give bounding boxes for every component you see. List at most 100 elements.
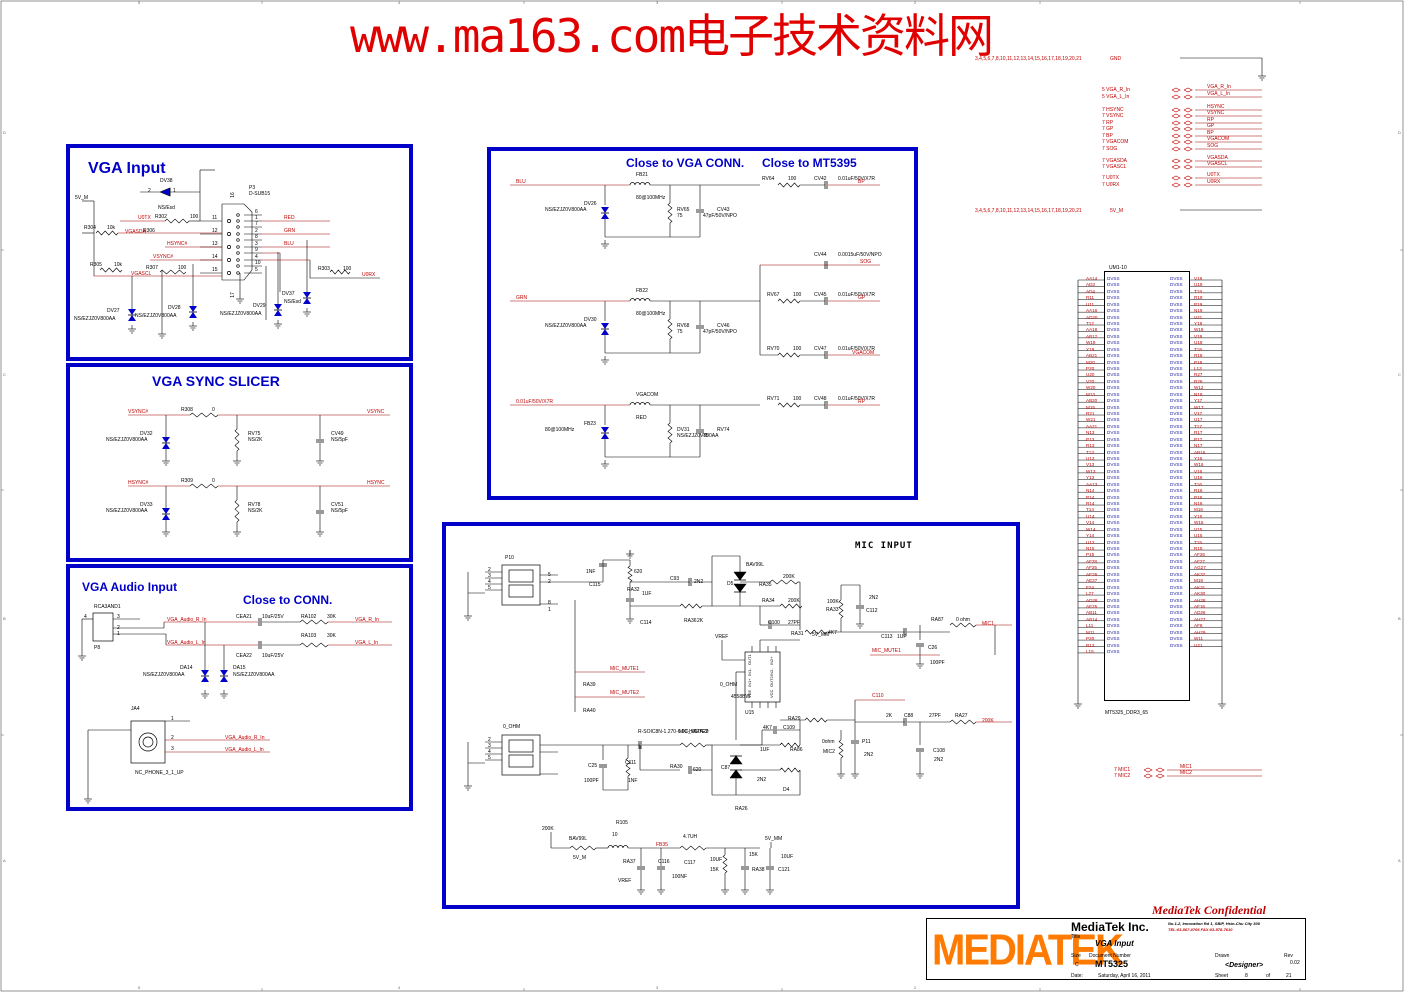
net-vref: 5V_MM <box>765 836 783 842</box>
ic-pin-number: P14 <box>1086 494 1095 500</box>
diode-value: NS/EZJZ0V800AA <box>545 323 587 329</box>
border-zone-letter: A <box>1398 858 1401 863</box>
ic-pin-name: DVSS <box>1107 398 1120 404</box>
net-list-out: RP <box>1207 117 1214 123</box>
date-label: Date: <box>1071 973 1083 979</box>
cap-value: C109 <box>783 725 795 731</box>
close-to-mt5395: Close to MT5395 <box>762 156 857 170</box>
dsub-pin-hole <box>236 245 240 249</box>
op-amp-ic <box>744 651 781 703</box>
ic-pin-name: DVSS <box>1170 404 1183 410</box>
ic-pin-name: DVSS <box>1107 314 1120 320</box>
sheet-total: 21 <box>1286 973 1292 979</box>
diode-symbol <box>201 670 209 676</box>
ic-pin-number: N16 <box>1194 501 1203 507</box>
designer: <Designer> <box>1225 962 1264 969</box>
off-page-connector <box>1155 767 1165 773</box>
cap-value: C88 <box>904 713 914 719</box>
cap-value: 47pF/50V/NPO <box>703 329 737 335</box>
ic-pin-number: Y16 <box>1194 456 1203 462</box>
cap-ref: CV45 <box>814 292 827 298</box>
cap-value: 0.01uF/50V/X7R <box>838 176 875 182</box>
diode-value: NS/EZJZ0V800AA <box>233 672 275 678</box>
ic-pin-name: DVSS <box>1170 366 1183 372</box>
off-page-connector <box>1183 133 1193 139</box>
off-page-connector <box>1171 146 1181 152</box>
off-page-connector <box>1171 139 1181 145</box>
cap-value: 2N2 <box>869 595 879 601</box>
company-name: MediaTek Inc. <box>1071 920 1149 934</box>
ic-pin-number: U20 <box>1086 372 1095 378</box>
diode-ref: DV28 <box>168 305 181 311</box>
off-page-connector <box>1183 164 1193 170</box>
ic-pin-number: L13 <box>1194 366 1202 372</box>
ic-pin-name: DVSS <box>1107 391 1120 397</box>
ic-pin-name: DVSS <box>1107 417 1120 423</box>
ic-pin-name: DVSS <box>1107 378 1120 384</box>
cap-ref: CEA22 <box>236 653 252 659</box>
ic-package: U15 <box>745 710 755 716</box>
net-list-out: VGA_L_In <box>1207 91 1231 97</box>
ic-pin-name: DVSS <box>1107 321 1120 326</box>
diode-ref: DV33 <box>140 502 153 508</box>
ic-pin-name: DVSS <box>1170 372 1183 378</box>
diode-symbol <box>128 315 136 321</box>
net-list-out: VGASCL <box>1207 161 1228 167</box>
ferrite-ref: FB22 <box>636 288 648 294</box>
ic-pin-name: DVSS <box>1170 423 1183 429</box>
ic-pin-number: R18 <box>1194 353 1203 359</box>
ic-pin-name: DVSS <box>1107 481 1120 487</box>
ic-pin-number: N19 <box>1194 308 1203 314</box>
pin-number: 4 <box>84 614 87 620</box>
resistor-symbol <box>777 352 801 358</box>
diode-ref: FB23 <box>584 421 596 427</box>
ic-pin-name: DVSS <box>1107 546 1120 552</box>
net-list: 7 HSYNC <box>1102 107 1124 113</box>
resistor-symbol <box>777 402 801 408</box>
pin-number: 5 <box>548 572 551 578</box>
cap-value: 75 <box>703 433 709 439</box>
cap-value: 27PF <box>788 620 800 626</box>
resistor-symbol <box>949 719 977 725</box>
diode-ref: DV26 <box>584 201 597 207</box>
res-value: 100 <box>793 346 802 352</box>
diode-symbol <box>128 309 136 315</box>
res-value: 1NF <box>628 778 638 784</box>
ic-pin-name: DVSS <box>1170 340 1183 346</box>
ic-pin-number: AF16 <box>1194 603 1205 609</box>
diode-value: NS/EZJZ0V800AA <box>106 508 148 514</box>
border-zone-letter: A <box>3 858 6 863</box>
dsub-pin-hole <box>227 232 231 236</box>
net-list-out: VGA_R_In <box>1207 84 1231 90</box>
net-out: VGACOM <box>852 350 875 356</box>
ic-pin-name: DVSS <box>1170 623 1183 629</box>
dsub-pin-hole <box>236 213 240 217</box>
net-5v-m: 5V_M <box>1110 208 1124 214</box>
net-label-red: RED <box>284 215 295 221</box>
mic-connector-inner <box>508 569 534 583</box>
ic-pin-number: AF25 <box>1086 565 1097 571</box>
res-value: 100 <box>343 266 352 272</box>
ic-pin-number: AB21 <box>1086 353 1098 359</box>
ic-pin-name: DVSS <box>1107 340 1120 346</box>
ic-pin-name: DVSS <box>1170 327 1183 333</box>
diode-part: BAV99L <box>746 562 764 568</box>
resistor-symbol <box>569 845 597 851</box>
dsub-part: D-SUB15 <box>249 191 271 197</box>
ic-pin-number: W16 <box>1194 462 1204 468</box>
net-list-out: VGASDA <box>1207 155 1228 161</box>
ic-pin-name: DVSS <box>1170 552 1183 558</box>
ic-pin-name: DVSS <box>1170 430 1183 436</box>
ic-pin-number: AA16 <box>1086 308 1098 314</box>
ic-pin-number: T14 <box>1086 507 1094 513</box>
phone-jack-hole <box>142 736 154 748</box>
pin-number: 4 <box>488 579 491 585</box>
off-page-connector <box>1183 113 1193 119</box>
res-value: RA86 <box>790 747 803 753</box>
pin-number: 8 <box>548 600 551 606</box>
border-zone-letter: D <box>1398 130 1401 135</box>
ic-pin-number: W12 <box>1194 385 1204 391</box>
wire <box>309 260 380 279</box>
resistor-symbol <box>299 619 329 625</box>
pin-number: 3 <box>117 614 120 620</box>
